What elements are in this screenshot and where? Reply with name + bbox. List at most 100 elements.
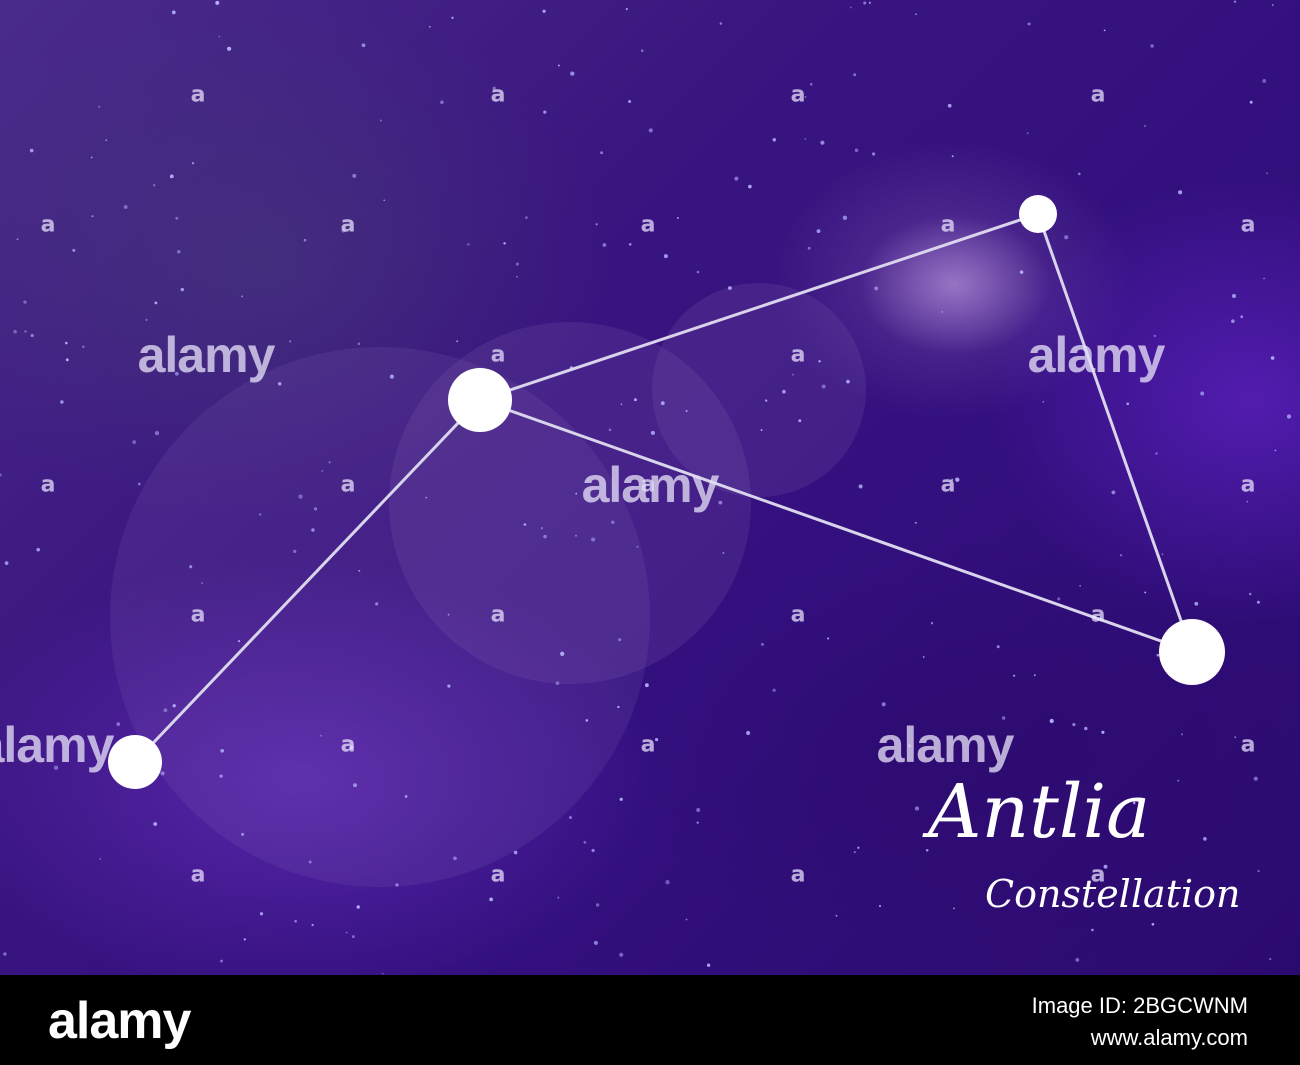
background-star: [99, 858, 102, 860]
sky-graphics: [0, 0, 1292, 975]
background-star: [154, 301, 158, 305]
background-star: [98, 105, 101, 108]
background-star: [352, 173, 357, 178]
background-star: [243, 938, 246, 941]
background-star: [858, 484, 863, 489]
background-star: [641, 49, 644, 52]
background-star: [804, 138, 807, 140]
background-star: [953, 907, 955, 910]
background-star: [663, 254, 668, 259]
watermark-small: a: [940, 472, 956, 498]
background-star: [792, 373, 795, 376]
background-star: [293, 549, 297, 554]
background-star: [36, 547, 40, 552]
background-star: [760, 642, 764, 646]
constellation-star: [1019, 195, 1057, 233]
watermark-small: a: [640, 472, 656, 498]
background-star: [809, 82, 813, 86]
background-star: [23, 300, 27, 304]
background-star: [1019, 270, 1024, 274]
background-star: [489, 897, 493, 902]
constellation-line: [1036, 212, 1194, 654]
background-star: [215, 0, 220, 5]
background-star: [1246, 500, 1249, 503]
constellation-line: [478, 398, 1194, 654]
background-star: [595, 903, 600, 907]
background-star: [447, 684, 451, 688]
background-star: [619, 952, 624, 957]
background-star: [383, 199, 386, 202]
background-star: [72, 248, 76, 252]
watermark-small: a: [1240, 732, 1256, 758]
bokeh-circle-small: [652, 283, 866, 497]
background-star: [798, 419, 802, 423]
background-star: [660, 401, 665, 406]
watermark-small: a: [640, 212, 656, 238]
watermark-small: a: [190, 862, 206, 888]
background-star: [654, 737, 659, 742]
watermark-small: a: [190, 82, 206, 108]
background-star: [1203, 837, 1207, 841]
background-star: [1263, 277, 1266, 280]
background-star: [467, 243, 470, 246]
background-star: [53, 765, 59, 770]
background-star: [345, 931, 348, 934]
background-star: [356, 905, 360, 909]
background-star: [595, 223, 598, 226]
background-star: [1013, 674, 1016, 677]
background-star: [313, 507, 318, 511]
background-star: [1091, 928, 1094, 932]
background-star: [237, 639, 241, 643]
constellation-star: [108, 735, 162, 789]
background-star: [543, 110, 547, 114]
constellation-line: [133, 398, 482, 764]
background-star: [863, 1, 867, 5]
background-star: [593, 940, 598, 945]
background-star: [782, 389, 786, 394]
constellation-subtitle: Constellation: [985, 872, 1241, 916]
background-star: [1231, 319, 1235, 323]
background-star: [349, 745, 354, 750]
background-star: [1103, 29, 1106, 32]
background-star: [951, 478, 954, 481]
background-star: [91, 215, 94, 218]
background-star: [1075, 958, 1080, 962]
background-star: [220, 959, 223, 963]
background-star: [259, 912, 264, 916]
background-star: [1240, 315, 1244, 319]
watermark-large: alamy: [876, 717, 1015, 773]
background-star: [1248, 592, 1252, 596]
background-star: [543, 534, 547, 539]
background-star: [807, 246, 811, 250]
background-star: [1177, 190, 1183, 195]
watermark-small: a: [790, 862, 806, 888]
background-star: [1057, 597, 1061, 601]
background-star: [665, 880, 670, 885]
background-star: [219, 774, 223, 778]
background-star: [1101, 730, 1105, 734]
background-star: [311, 528, 315, 532]
background-star: [853, 73, 857, 77]
background-star: [648, 128, 653, 133]
background-star: [620, 403, 623, 406]
background-star: [540, 527, 544, 530]
background-star: [941, 311, 944, 313]
background-star: [137, 482, 141, 486]
background-star: [311, 923, 314, 927]
background-star: [1026, 132, 1029, 135]
background-star: [760, 429, 763, 432]
background-star: [65, 358, 69, 362]
background-star: [226, 46, 232, 51]
background-star: [1150, 44, 1154, 48]
constellation-line: [478, 212, 1040, 402]
background-star: [1144, 125, 1147, 127]
background-star: [492, 86, 496, 90]
background-star: [1271, 4, 1274, 6]
background-star: [804, 96, 807, 98]
background-star: [1064, 235, 1069, 240]
background-star: [560, 651, 565, 656]
background-star: [706, 963, 711, 967]
background-star: [696, 808, 701, 812]
background-star: [600, 151, 604, 155]
background-star: [718, 500, 723, 505]
